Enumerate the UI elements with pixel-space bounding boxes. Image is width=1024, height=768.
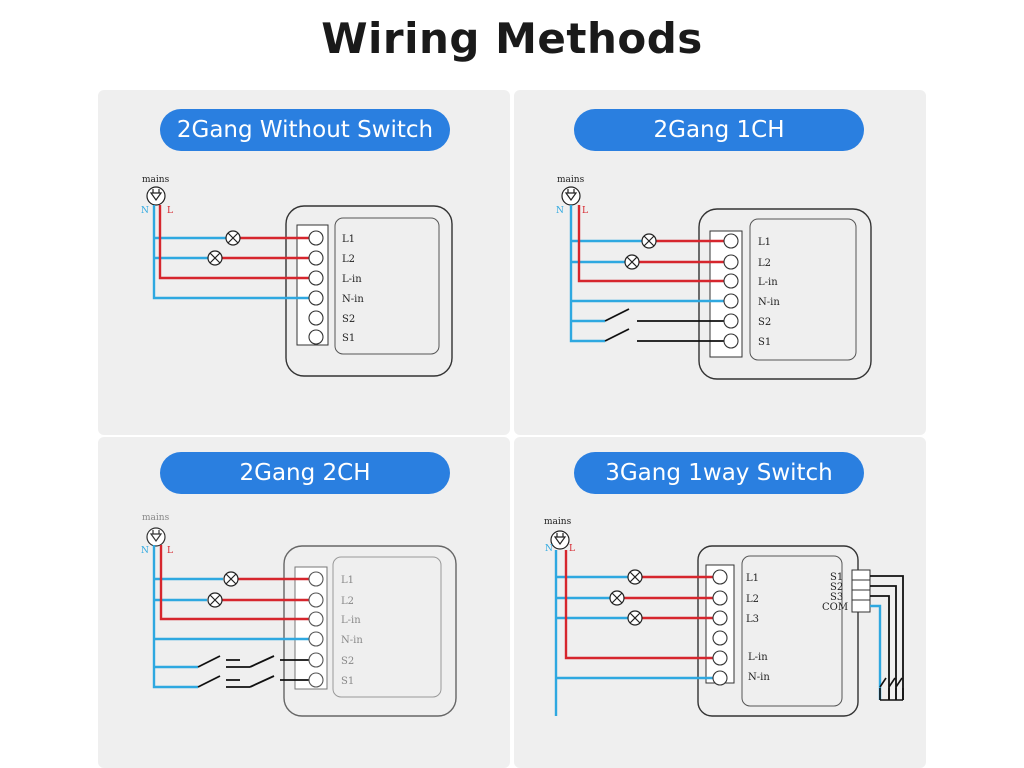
terminal-label: L2 bbox=[341, 596, 354, 607]
module-outline bbox=[285, 205, 453, 377]
switch-terminal-label: S3 bbox=[830, 592, 843, 603]
n-label: N bbox=[556, 206, 564, 216]
terminal-label: S1 bbox=[341, 676, 354, 687]
terminal-screws bbox=[308, 571, 324, 688]
terminal-label: N-in bbox=[748, 672, 770, 683]
n-label: N bbox=[141, 206, 149, 216]
mains-label: mains bbox=[142, 513, 170, 523]
switch-terminal-label: S2 bbox=[830, 582, 843, 593]
module-outline bbox=[697, 545, 859, 717]
l-label: L bbox=[167, 546, 173, 556]
heading-3gang-1way-switch: 3Gang 1way Switch bbox=[574, 452, 864, 494]
terminal-block bbox=[296, 224, 329, 346]
heading-2gang-1ch: 2Gang 1CH bbox=[574, 109, 864, 151]
wiring-diagram-2: mains N L L1 L2 L-in N-in S2 S1 bbox=[556, 175, 872, 380]
wiring-diagram-4: mains N L L1 L2 L3 L-in N-in S1 S2 S3 CO… bbox=[544, 517, 904, 717]
l-label: L bbox=[167, 206, 173, 216]
plug-icon bbox=[146, 527, 166, 547]
module-inner bbox=[741, 555, 843, 707]
lamp-icon bbox=[627, 569, 643, 585]
terminal-label: S2 bbox=[341, 656, 354, 667]
mains-label: mains bbox=[142, 175, 170, 185]
terminal-label: N-in bbox=[758, 297, 780, 308]
lamp-icon bbox=[207, 250, 223, 266]
terminal-screws bbox=[723, 233, 739, 349]
n-label: N bbox=[545, 544, 553, 554]
switch-terminal-label: S1 bbox=[830, 572, 843, 583]
terminal-label: L-in bbox=[342, 274, 362, 285]
wiring-diagram-1: mains N L L1 L2 L-in N-in S2 S1 bbox=[141, 175, 453, 377]
terminal-label: L-in bbox=[341, 615, 361, 626]
terminal-label: L3 bbox=[746, 614, 759, 625]
terminal-label: S1 bbox=[758, 337, 771, 348]
module-inner bbox=[334, 217, 440, 355]
module-outline bbox=[283, 545, 457, 717]
lamp-icon bbox=[641, 233, 657, 249]
module-inner bbox=[332, 556, 442, 698]
lamp-icon bbox=[609, 590, 625, 606]
terminal-label: L2 bbox=[758, 258, 771, 269]
l-label: L bbox=[569, 544, 575, 554]
terminal-screws bbox=[712, 569, 728, 686]
lamp-icon bbox=[223, 571, 239, 587]
mains-label: mains bbox=[557, 175, 585, 185]
page-title: Wiring Methods bbox=[321, 14, 703, 63]
heading-2gang-2ch: 2Gang 2CH bbox=[160, 452, 450, 494]
terminal-label: N-in bbox=[341, 635, 363, 646]
terminal-label: L-in bbox=[748, 652, 768, 663]
terminal-label: N-in bbox=[342, 294, 364, 305]
terminal-label: L-in bbox=[758, 277, 778, 288]
plug-icon bbox=[561, 186, 581, 206]
plug-icon bbox=[550, 530, 570, 550]
terminal-screws bbox=[308, 230, 324, 345]
terminal-label: L2 bbox=[746, 594, 759, 605]
terminal-label: S2 bbox=[342, 314, 355, 325]
n-label: N bbox=[141, 546, 149, 556]
lamp-icon bbox=[207, 592, 223, 608]
wiring-diagram-3: mains N L L1 L2 L-in N-in S2 S1 bbox=[141, 513, 457, 717]
module-inner bbox=[749, 218, 857, 361]
terminal-block bbox=[294, 566, 328, 690]
module-outline bbox=[698, 208, 872, 380]
heading-2gang-without-switch: 2Gang Without Switch bbox=[160, 109, 450, 151]
terminal-label: S2 bbox=[758, 317, 771, 328]
lamp-icon bbox=[225, 230, 241, 246]
terminal-label: L1 bbox=[746, 573, 759, 584]
switch-terminal-block bbox=[851, 569, 871, 613]
terminal-label: L1 bbox=[341, 575, 354, 586]
l-label: L bbox=[582, 206, 588, 216]
switch-terminal-label: COM bbox=[822, 602, 848, 613]
mains-label: mains bbox=[544, 517, 572, 527]
terminal-label: L1 bbox=[342, 234, 355, 245]
terminal-label: S1 bbox=[342, 333, 355, 344]
lamp-icon bbox=[624, 254, 640, 270]
plug-icon bbox=[146, 186, 166, 206]
terminal-label: L1 bbox=[758, 237, 771, 248]
lamp-icon bbox=[627, 610, 643, 626]
terminal-label: L2 bbox=[342, 254, 355, 265]
